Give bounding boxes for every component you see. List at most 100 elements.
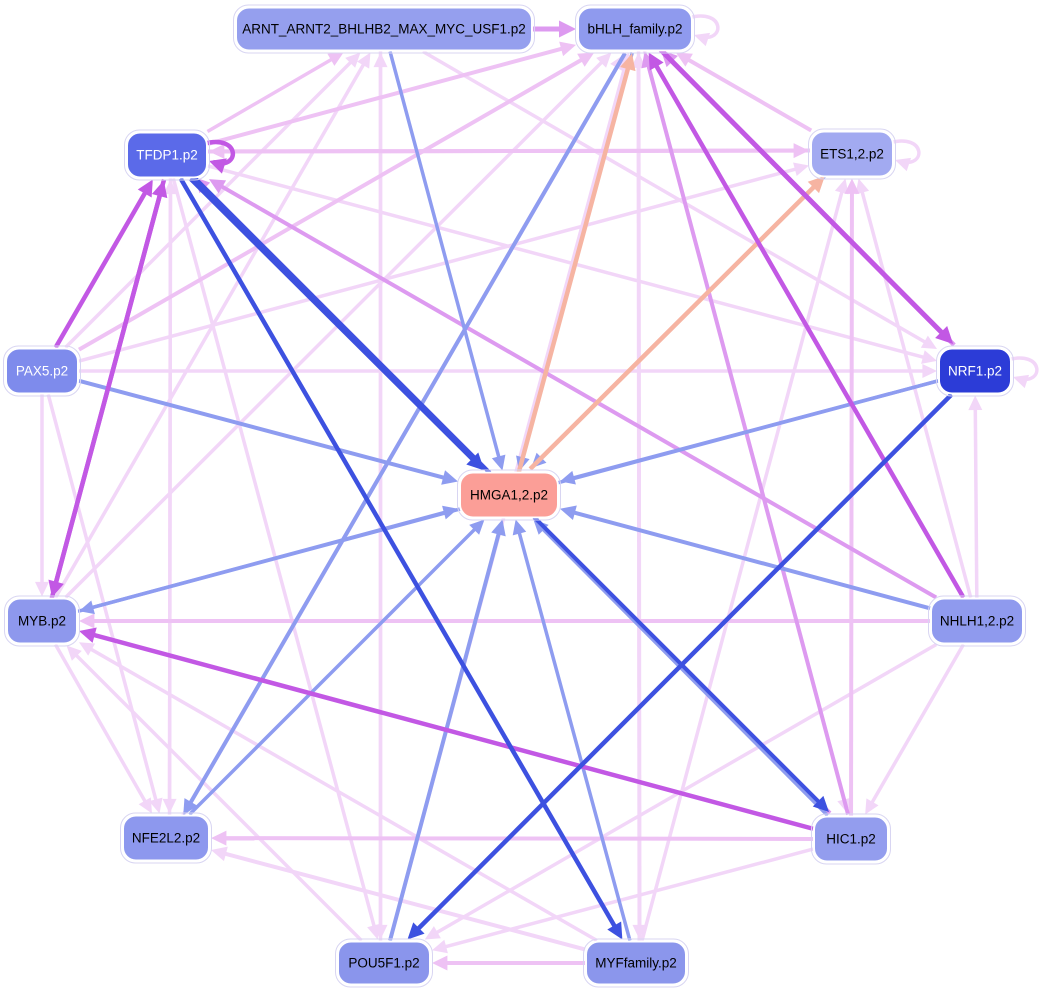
node-halo <box>457 469 561 521</box>
edge-arrowhead <box>921 350 937 364</box>
edge-PAX5-bHLH[interactable] <box>78 52 595 352</box>
edge-MYFfamily-HMGA1[interactable] <box>512 519 632 941</box>
edge-arrowhead <box>632 924 647 940</box>
edge-line <box>78 166 801 363</box>
node-halo <box>3 345 81 397</box>
node-TFDP1[interactable]: TFDP1.p2 <box>124 129 210 181</box>
node-PAX5[interactable]: PAX5.p2 <box>3 345 81 397</box>
edge-bHLH-NRF1[interactable] <box>658 47 954 345</box>
node-HIC1[interactable]: HIC1.p2 <box>811 813 891 865</box>
node-NFE2L2[interactable]: NFE2L2.p2 <box>120 812 212 864</box>
edge-arrowhead <box>79 613 95 629</box>
edge-line <box>207 164 929 361</box>
node-shape <box>5 347 79 395</box>
edge-HIC1-NFE2L2[interactable] <box>211 830 814 846</box>
edge-line <box>188 524 480 816</box>
edge-NHLH-HIC1[interactable] <box>865 643 965 815</box>
edge-NFE2L2-HMGA1[interactable] <box>188 519 485 816</box>
edge-bHLH-NFE2L2[interactable] <box>183 52 627 816</box>
edge-line <box>64 57 356 349</box>
edge-line <box>516 62 632 474</box>
edge-arrowhead <box>432 939 448 954</box>
edge-NHLH-bHLH[interactable] <box>648 52 966 599</box>
edge-MYB-ARNT[interactable] <box>54 52 371 599</box>
edge-POU5F1-MYB[interactable] <box>66 645 363 942</box>
self-loop-NRF1[interactable] <box>1006 356 1039 389</box>
node-layer: ARNT_ARNT2_BHLHB2_MAX_MYC_USF1.p2 bHLH_fa… <box>3 4 1026 988</box>
edge-bHLH-MYFfamily[interactable] <box>632 51 647 940</box>
edge-arrowhead <box>844 178 860 194</box>
edge-PAX5-MYB[interactable] <box>35 394 49 597</box>
edge-arrowhead <box>138 797 152 814</box>
edge-MYB-NFE2L2[interactable] <box>53 643 152 814</box>
edge-TFDP1-ARNT[interactable] <box>206 52 344 134</box>
self-loop-ETS1[interactable] <box>888 139 921 172</box>
edge-HMGA1-bHLH[interactable] <box>516 53 636 474</box>
edge-HIC1-MYB[interactable] <box>79 627 814 831</box>
node-POU5F1[interactable]: POU5F1.p2 <box>335 938 433 988</box>
edge-HIC1-HMGA1[interactable] <box>533 519 829 817</box>
node-MYFfamily[interactable]: MYFfamily.p2 <box>583 938 689 988</box>
edge-NRF1-POU5F1[interactable] <box>407 392 954 940</box>
edge-arrowhead <box>211 846 228 862</box>
node-NHLH[interactable]: NHLH1,2.p2 <box>928 595 1026 647</box>
edge-NHLH-ETS1[interactable] <box>855 178 973 598</box>
edge-TFDP1-bHLH[interactable] <box>207 41 576 146</box>
node-ETS1[interactable]: ETS1,2.p2 <box>808 128 896 180</box>
edge-HIC1-POU5F1[interactable] <box>432 847 814 954</box>
edge-arrowhead <box>79 600 95 615</box>
edge-PAX5-NRF1[interactable] <box>79 364 937 378</box>
edge-arrowhead <box>432 955 448 971</box>
edge-TFDP1-HMGA1[interactable] <box>188 176 485 471</box>
edge-arrowhead <box>491 454 506 471</box>
node-halo <box>808 128 896 180</box>
edge-MYFfamily-MYB[interactable] <box>79 642 598 943</box>
edge-TFDP1-NFE2L2[interactable] <box>162 178 177 814</box>
edge-line <box>859 186 973 598</box>
edge-line <box>388 527 503 942</box>
edge-arrowhead <box>922 364 937 378</box>
node-ARNT[interactable]: ARNT_ARNT2_BHLHB2_MAX_MYC_USF1.p2 <box>233 4 535 54</box>
edge-arrowhead <box>209 158 227 174</box>
edge-NHLH-MYB[interactable] <box>79 613 930 629</box>
edge-TFDP1-ETS1[interactable] <box>207 143 809 159</box>
self-loop-TFDP1[interactable] <box>202 139 236 174</box>
edge-PAX5-NFE2L2[interactable] <box>46 394 163 814</box>
edge-TFDP1-MYB[interactable] <box>48 178 167 598</box>
node-NRF1[interactable]: NRF1.p2 <box>936 345 1014 397</box>
edge-line <box>538 524 829 817</box>
node-bHLH[interactable]: bHLH_family.p2 <box>575 4 695 54</box>
edge-TFDP1-MYFfamily[interactable] <box>178 177 623 940</box>
edge-NHLH-NRF1[interactable] <box>968 395 983 598</box>
node-HMGA1[interactable]: HMGA1,2.p2 <box>457 469 561 521</box>
self-loop-bHLH[interactable] <box>687 14 720 47</box>
edge-ARNT-bHLH[interactable] <box>533 20 576 38</box>
node-halo <box>583 938 689 988</box>
edge-MYFfamily-POU5F1[interactable] <box>432 955 585 971</box>
edge-MYB-bHLH[interactable] <box>64 52 612 599</box>
edge-MYFfamily-ETS1[interactable] <box>640 178 849 941</box>
edge-POU5F1-ARNT[interactable] <box>373 52 388 941</box>
node-shape <box>938 347 1012 395</box>
edge-PAX5-TFDP1[interactable] <box>53 179 153 349</box>
edge-POU5F1-HMGA1[interactable] <box>388 519 506 942</box>
edge-TFDP1-NRF1[interactable] <box>207 164 937 364</box>
edge-MYFfamily-NFE2L2[interactable] <box>211 846 586 952</box>
edge-NHLH-HMGA1[interactable] <box>560 505 931 611</box>
edge-HIC1-ETS1[interactable] <box>844 178 860 816</box>
edge-line <box>412 392 954 935</box>
node-halo <box>335 938 433 988</box>
edge-line <box>431 642 938 937</box>
edge-ARNT-NRF1[interactable] <box>422 49 937 350</box>
edge-line <box>645 60 851 816</box>
node-shape <box>122 814 210 862</box>
edge-ETS1-bHLH[interactable] <box>675 52 813 133</box>
node-shape <box>813 815 889 863</box>
edge-PAX5-ARNT[interactable] <box>64 52 361 349</box>
edge-HMGA1-ETS1[interactable] <box>528 176 825 471</box>
edge-arrowhead <box>373 52 388 68</box>
edge-arrowhead <box>1013 374 1030 389</box>
edge-ARNT-HMGA1[interactable] <box>388 51 506 471</box>
node-MYB[interactable]: MYB.p2 <box>4 595 80 647</box>
